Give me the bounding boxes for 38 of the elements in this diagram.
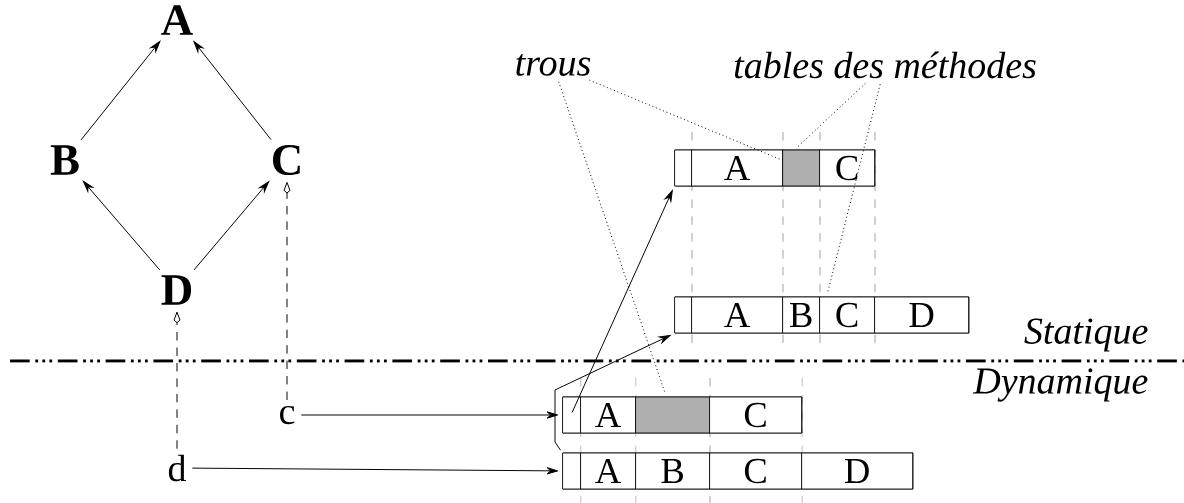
- region-label: Dynamique: [972, 368, 1148, 402]
- filled-slot: [782, 149, 821, 187]
- table-slot: C: [819, 296, 875, 334]
- table-slot: D: [874, 296, 969, 334]
- header-slot: [674, 296, 693, 334]
- leader-line: [558, 81, 666, 395]
- arrow: [571, 190, 673, 413]
- arrow: [554, 334, 671, 451]
- table-slot: B: [635, 452, 710, 490]
- arrow: [193, 181, 270, 271]
- header-slot: [562, 452, 581, 490]
- leader-line: [826, 83, 881, 295]
- arrow: [191, 467, 559, 475]
- variable-name: c: [280, 405, 295, 425]
- table-slot: C: [709, 452, 802, 490]
- table-slot: B: [782, 296, 821, 334]
- leader-line: [588, 79, 781, 160]
- header-slot: [562, 396, 581, 434]
- variable-name: d: [168, 454, 187, 482]
- annotation-text: tables des méthodes: [734, 51, 1036, 79]
- class-letter: A: [161, 5, 193, 35]
- reference-arrow: [283, 181, 291, 401]
- region-label: Statique: [1024, 318, 1148, 352]
- arrow: [80, 41, 161, 141]
- arrow: [82, 180, 161, 271]
- filled-slot: [635, 396, 710, 434]
- reference-arrow: [173, 311, 181, 450]
- table-slot: D: [801, 452, 914, 490]
- class-letter: D: [161, 275, 192, 305]
- arrow: [193, 41, 272, 141]
- annotation-text: trous: [516, 54, 591, 76]
- header-slot: [674, 149, 693, 187]
- class-letter: B: [50, 145, 79, 175]
- leader-line: [796, 82, 866, 149]
- table-slot: C: [709, 396, 802, 434]
- table-slot: C: [819, 149, 875, 187]
- class-letter: C: [272, 144, 300, 176]
- arrow: [300, 411, 559, 419]
